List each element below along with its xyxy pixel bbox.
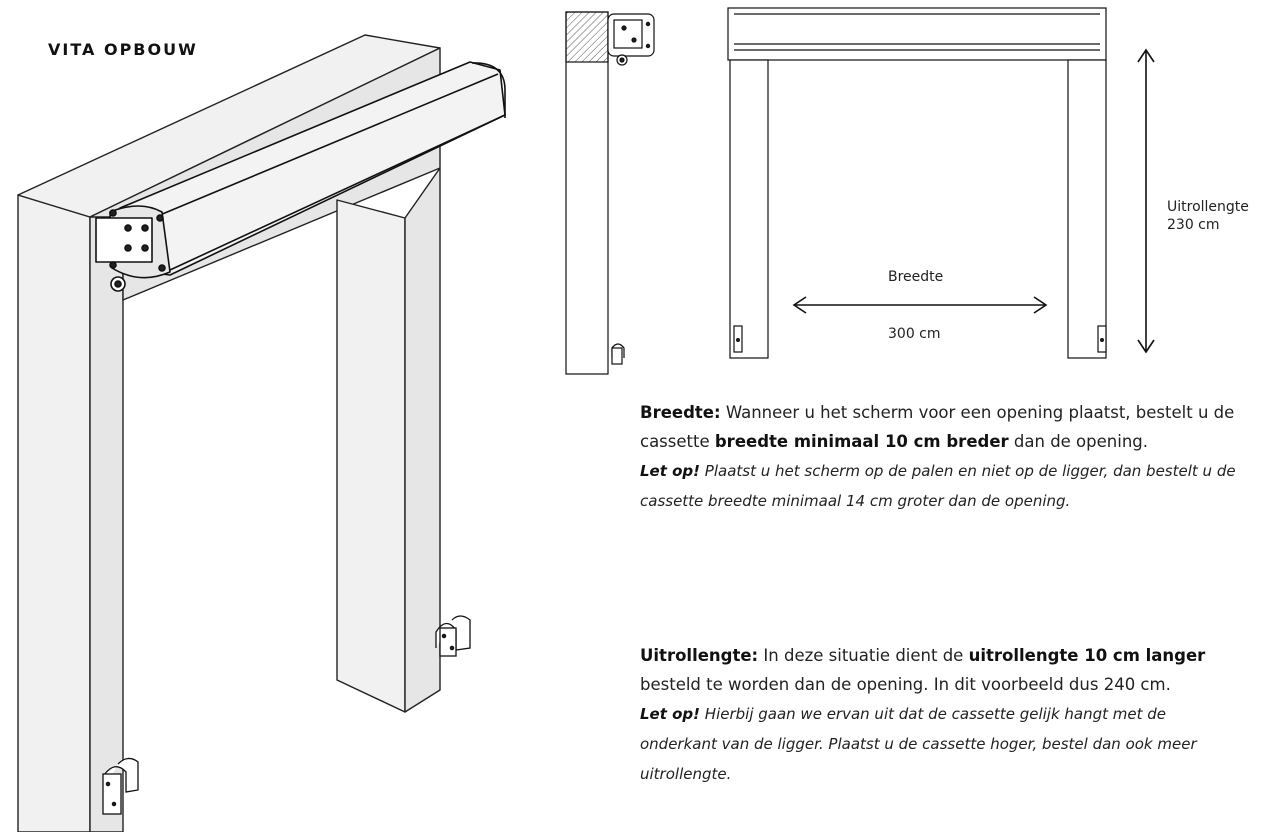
bracket-3d-left	[102, 757, 139, 815]
bracket-3d-right	[435, 615, 471, 657]
uitrollengte-label: Uitrollengte	[1167, 199, 1249, 215]
breedte-bold: breedte minimaal 10 cm breder	[714, 432, 1009, 451]
breedte-text-2: dan de opening.	[1008, 432, 1148, 451]
uitrol-lead: Uitrollengte:	[640, 646, 759, 665]
right-post-front	[336, 199, 406, 713]
left-post-front	[17, 194, 91, 832]
uitrollengte-value: 230 cm	[1167, 217, 1220, 233]
side-view	[565, 11, 655, 375]
uitrol-text-1: In deze situatie dient de	[758, 646, 969, 665]
cassette-3d	[95, 61, 506, 292]
uitrol-note: Hierbij gaan we ervan uit dat de cassett…	[640, 705, 1197, 783]
front-view	[727, 7, 1107, 359]
right-post-side	[404, 167, 441, 713]
breedte-value: 300 cm	[888, 326, 941, 342]
left-post-side	[89, 199, 124, 832]
breedte-note-lead: Let op!	[640, 462, 701, 480]
dimension-arrows	[792, 48, 1155, 354]
uitrollengte-section: Uitrollengte: In deze situatie dient de …	[640, 641, 1240, 789]
uitrol-note-lead: Let op!	[640, 705, 701, 723]
breedte-lead: Breedte:	[640, 403, 721, 422]
breedte-text-1: Wanneer u het scherm voor een opening pl…	[640, 403, 1235, 451]
breedte-label: Breedte	[888, 269, 944, 285]
page-title: VITA OPBOUW	[48, 40, 198, 59]
uitrol-text-2: besteld te worden dan de opening. In dit…	[640, 675, 1171, 694]
breedte-note: Plaatst u het scherm op de palen en niet…	[640, 462, 1236, 510]
breedte-section: Breedte: Wanneer u het scherm voor een o…	[640, 398, 1240, 516]
uitrol-bold: uitrollengte 10 cm langer	[968, 646, 1206, 665]
